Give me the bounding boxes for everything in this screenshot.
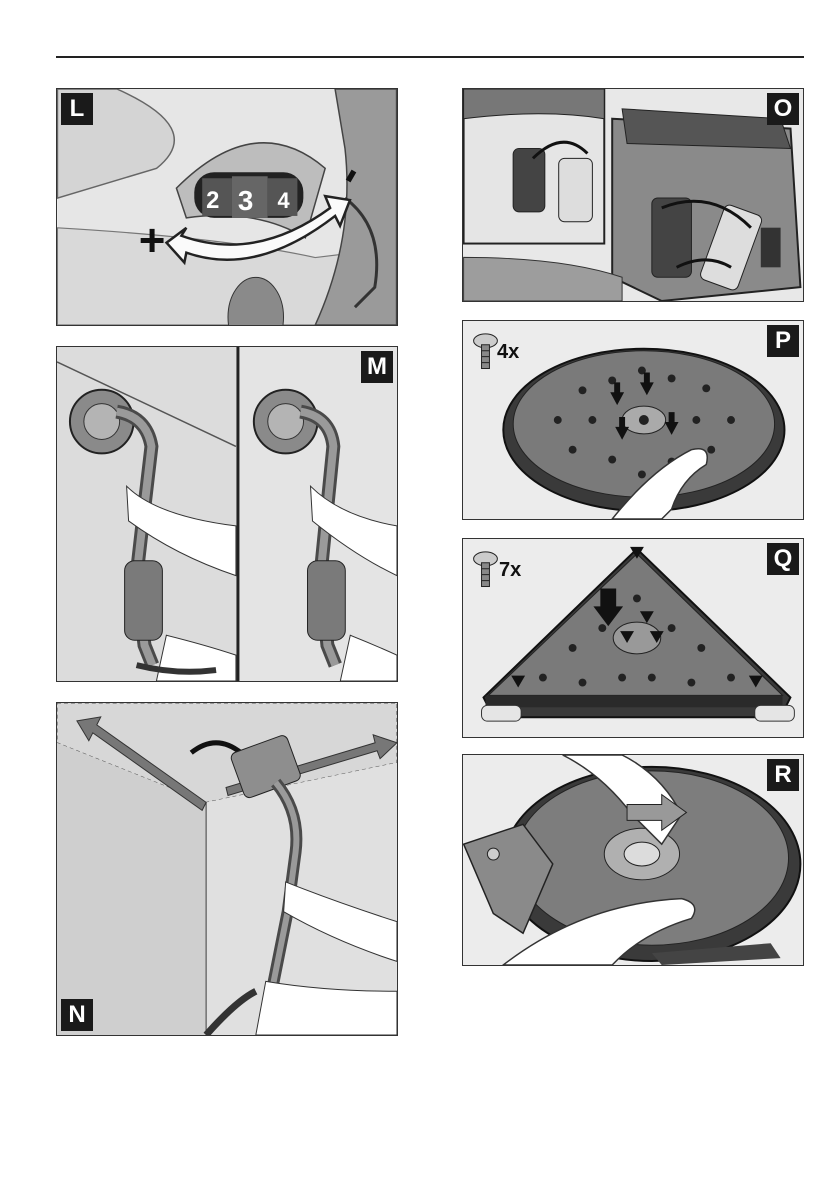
screw-icon [474,334,498,369]
screw-count-label: 4x [497,341,519,364]
figure-l: 2 3 4 + - L [56,88,398,326]
figure-label-n: N [61,999,93,1031]
figure-q: 7x Q [462,538,804,738]
plus-symbol: + [139,215,166,266]
figure-o: O [462,88,804,302]
dial-number-2: 2 [206,187,219,214]
screw-count-label: 7x [499,559,521,582]
figure-n: N [56,702,398,1036]
illustration-sanding-wall [57,347,397,681]
figure-label-q: Q [767,543,799,575]
header-rule [56,56,804,58]
figure-label-p: P [767,325,799,357]
figure-r: R [462,754,804,966]
figure-label-m: M [361,351,393,383]
figure-label-r: R [767,759,799,791]
figure-m: M [56,346,398,682]
illustration-corner-sanding [57,703,397,1035]
illustration-speed-dial: 2 3 4 + - [57,89,397,325]
illustration-plate-removal [463,755,803,965]
illustration-battery-cover [463,89,803,301]
dial-number-4: 4 [278,188,290,213]
figure-label-o: O [767,93,799,125]
screw-icon [474,552,498,587]
figure-label-l: L [61,93,93,125]
dial-number-3: 3 [238,185,253,216]
figure-p: 4x P [462,320,804,520]
